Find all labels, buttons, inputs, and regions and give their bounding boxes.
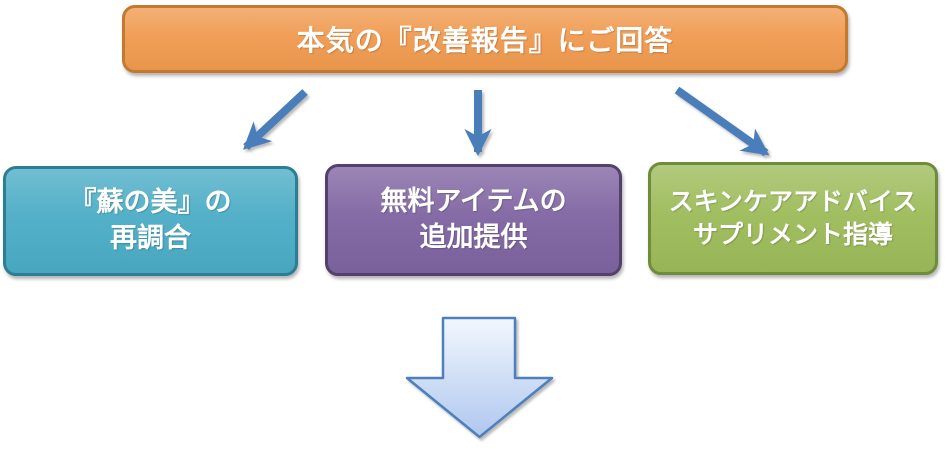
title-box: 本気の『改善報告』にご回答 <box>122 5 848 73</box>
down-block-arrow-icon <box>405 316 554 439</box>
branch-box-sai-no-bi-rechoago: 『蘇の美』の 再調合 <box>3 166 298 276</box>
branch-box-3-line1: スキンケアアドバイス <box>668 187 918 216</box>
connector-arrow-right-icon <box>674 86 770 157</box>
branch-box-3-line2: サプリメント指導 <box>692 220 893 249</box>
branch-box-1-line1: 『蘇の美』の <box>69 187 232 218</box>
branch-box-2-line1: 無料アイテムの <box>380 186 567 217</box>
connector-arrow-left-icon <box>243 89 308 150</box>
branch-box-2-line2: 追加提供 <box>419 222 528 252</box>
branch-box-skincare-advice: スキンケアアドバイス サプリメント指導 <box>648 162 938 275</box>
branch-box-1-line2: 再調合 <box>110 223 191 253</box>
title-box-label: 本気の『改善報告』にご回答 <box>296 25 674 56</box>
branch-box-free-item: 無料アイテムの 追加提供 <box>325 164 622 276</box>
